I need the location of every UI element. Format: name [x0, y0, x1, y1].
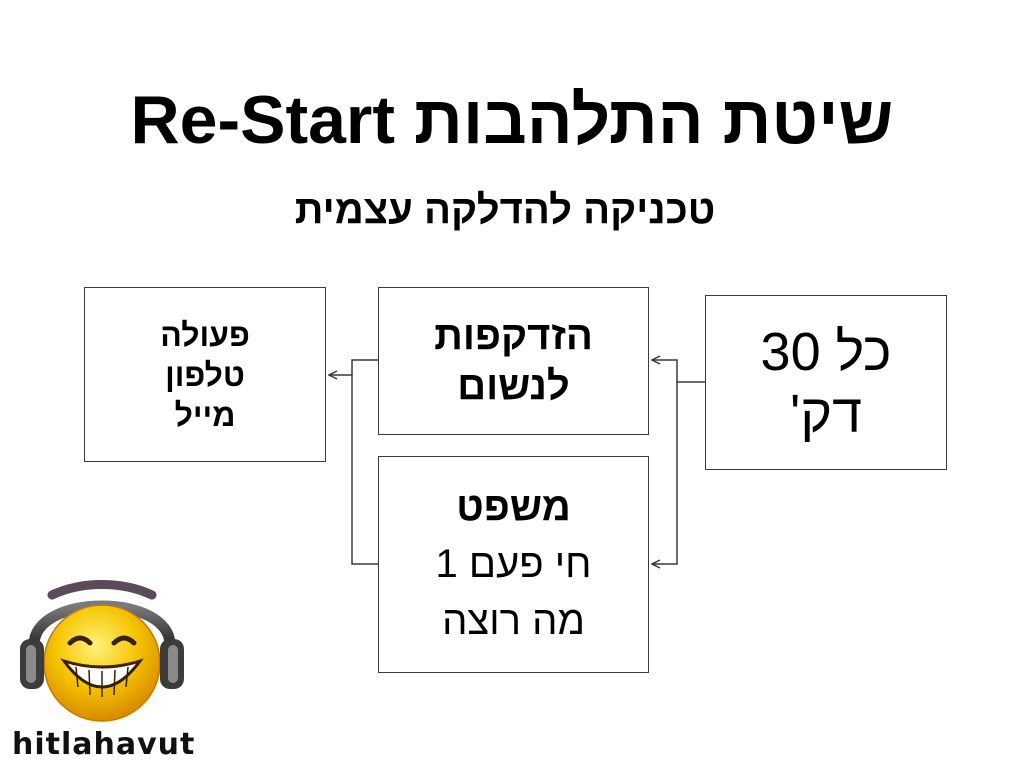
- sentence-line-3: מה רוצה: [442, 599, 585, 643]
- logo-wordmark: hitlahavut: [12, 727, 196, 762]
- every30-line-1: כל 30: [760, 321, 892, 382]
- connector-sentence-to-action: [351, 375, 378, 565]
- box-sentence: משפט חי פעם 1 מה רוצה: [378, 456, 649, 673]
- box-every-30-minutes: כל 30 דק': [705, 295, 947, 470]
- sentence-line-1: משפט: [456, 485, 571, 529]
- sentence-line-2: חי פעם 1: [435, 542, 592, 586]
- hitlahavut-logo: hitlahavut: [12, 575, 196, 765]
- action-line-2: טלפון: [165, 356, 245, 393]
- box-posture-breathe: הזדקפות לנשום: [378, 287, 649, 435]
- connector-every30-to-posture: [652, 360, 705, 383]
- action-line-1: פעולה: [160, 316, 250, 353]
- posture-line-2: לנשום: [457, 364, 570, 408]
- connector-every30-to-sentence: [652, 382, 678, 564]
- smiley-headphones-icon: [20, 580, 184, 722]
- box-action: פעולה טלפון מייל: [84, 287, 326, 462]
- slide-subtitle: טכניקה להדלקה עצמית: [294, 188, 716, 232]
- posture-line-1: הזדקפות: [434, 314, 593, 358]
- action-line-3: מייל: [174, 396, 236, 433]
- connector-posture-to-action: [329, 359, 378, 375]
- every30-line-2: דק': [789, 383, 863, 444]
- slide-title: שיטת התלהבות Re-Start: [130, 82, 894, 158]
